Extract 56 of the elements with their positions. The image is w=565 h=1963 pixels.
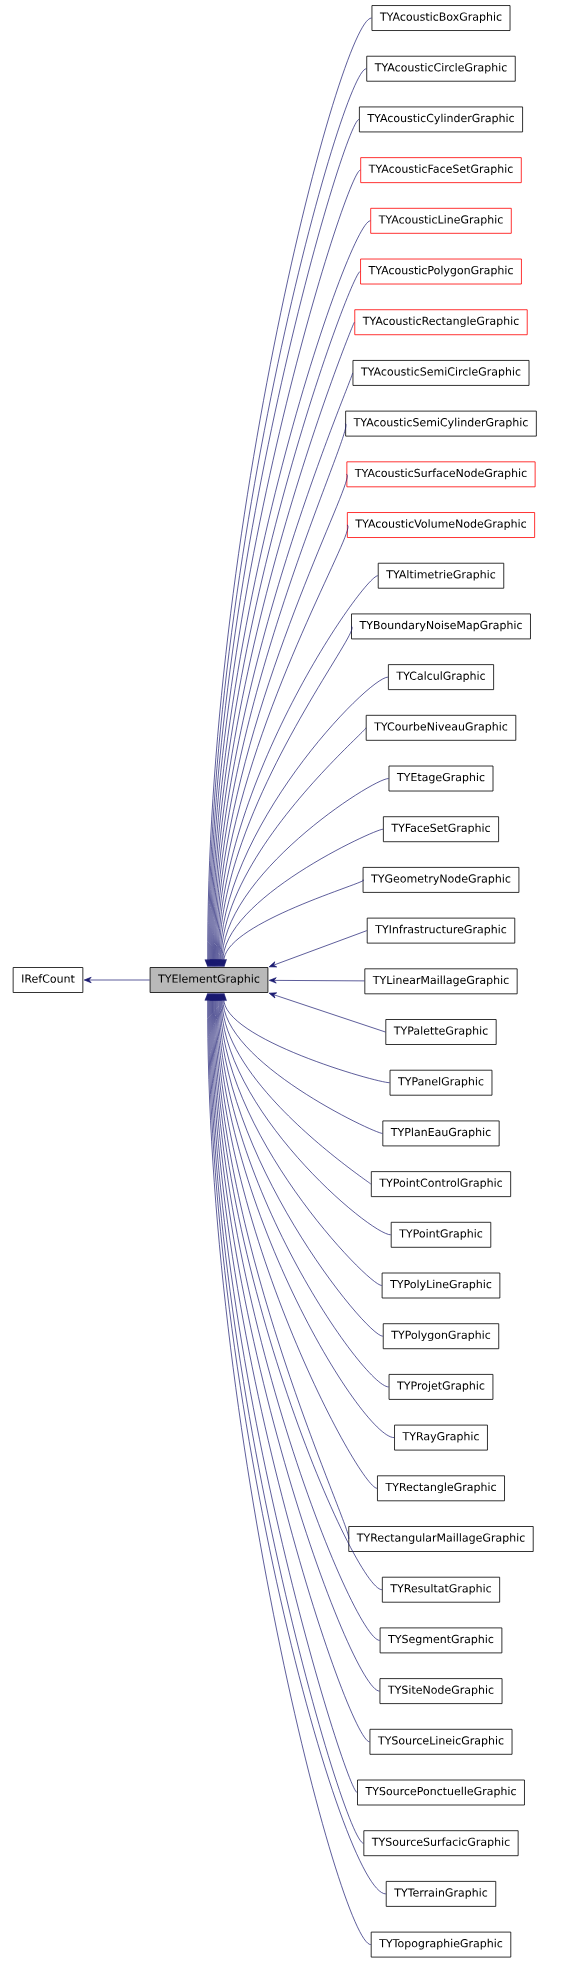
class-box: TYPaletteGraphic	[385, 1019, 497, 1045]
class-box: TYAcousticVolumeNodeGraphic	[346, 512, 536, 538]
arrow	[219, 828, 384, 967]
arrow	[215, 575, 379, 967]
arrow	[268, 930, 368, 968]
class-box: TYSiteNodeGraphic	[379, 1678, 503, 1704]
class-box: IRefCount	[12, 967, 84, 993]
class-box: TYPlanEauGraphic	[382, 1120, 500, 1147]
class-box: TYLinearMaillageGraphic	[364, 968, 518, 995]
class-box: TYAcousticRectangleGraphic	[354, 309, 528, 336]
class-box: TYPolygonGraphic	[382, 1323, 500, 1350]
class-box: TYAcousticCircleGraphic	[366, 55, 516, 82]
class-box: TYGeometryNodeGraphic	[362, 867, 520, 893]
class-box: TYInfrastructureGraphic	[366, 917, 516, 944]
arrow	[213, 993, 378, 1489]
class-box: TYAcousticSemiCylinderGraphic	[345, 410, 537, 437]
class-box: TYPointGraphic	[390, 1221, 492, 1248]
class-box: TYRectangleGraphic	[377, 1475, 505, 1502]
class-box: TYCalculGraphic	[388, 664, 494, 690]
arrow	[220, 879, 364, 967]
class-box: TYTerrainGraphic	[385, 1881, 497, 1907]
arrow	[218, 778, 389, 967]
class-box: TYAcousticCylinderGraphic	[359, 106, 523, 133]
class-box: TYAcousticPolygonGraphic	[360, 258, 522, 285]
arrow	[216, 626, 352, 967]
class-box: TYPointControlGraphic	[370, 1171, 512, 1197]
class-box: TYPolyLineGraphic	[381, 1272, 501, 1299]
class-box: TYAcousticSurfaceNodeGraphic	[346, 461, 536, 488]
class-box: TYFaceSetGraphic	[383, 816, 499, 843]
class-box: TYSourceLineicGraphic	[369, 1728, 513, 1755]
class-box: TYAcousticSemiCircleGraphic	[352, 360, 530, 386]
class-box: TYSegmentGraphic	[379, 1627, 503, 1654]
class-box: TYRectangularMaillageGraphic	[348, 1526, 534, 1552]
class-box: TYTopographieGraphic	[370, 1931, 512, 1958]
class-box: TYResultatGraphic	[381, 1576, 501, 1603]
arrow	[268, 992, 386, 1033]
arrow	[217, 993, 383, 1286]
class-box: TYAltimetrieGraphic	[377, 562, 505, 589]
class-box: TYRayGraphic	[394, 1424, 488, 1451]
arrow	[212, 993, 349, 1540]
class-box: TYSourcePonctuelleGraphic	[357, 1779, 525, 1806]
class-box: TYAcousticBoxGraphic	[371, 5, 511, 31]
class-box: TYAcousticFaceSetGraphic	[360, 157, 522, 184]
arrow	[268, 977, 365, 984]
arrow	[216, 993, 384, 1337]
class-box: TYAcousticLineGraphic	[370, 207, 512, 234]
class-box: TYCourbeNiveauGraphic	[365, 714, 517, 741]
arrow	[217, 676, 389, 967]
class-box: TYBoundaryNoiseMapGraphic	[351, 613, 531, 640]
class-box: TYSourceSurfacicGraphic	[363, 1830, 519, 1857]
class-box: TYElementGraphic	[149, 967, 269, 993]
class-box: TYPanelGraphic	[389, 1069, 493, 1096]
class-box: TYProjetGraphic	[388, 1374, 494, 1400]
class-box: TYEtageGraphic	[388, 765, 494, 792]
arrow	[218, 727, 367, 967]
arrow	[83, 976, 151, 984]
